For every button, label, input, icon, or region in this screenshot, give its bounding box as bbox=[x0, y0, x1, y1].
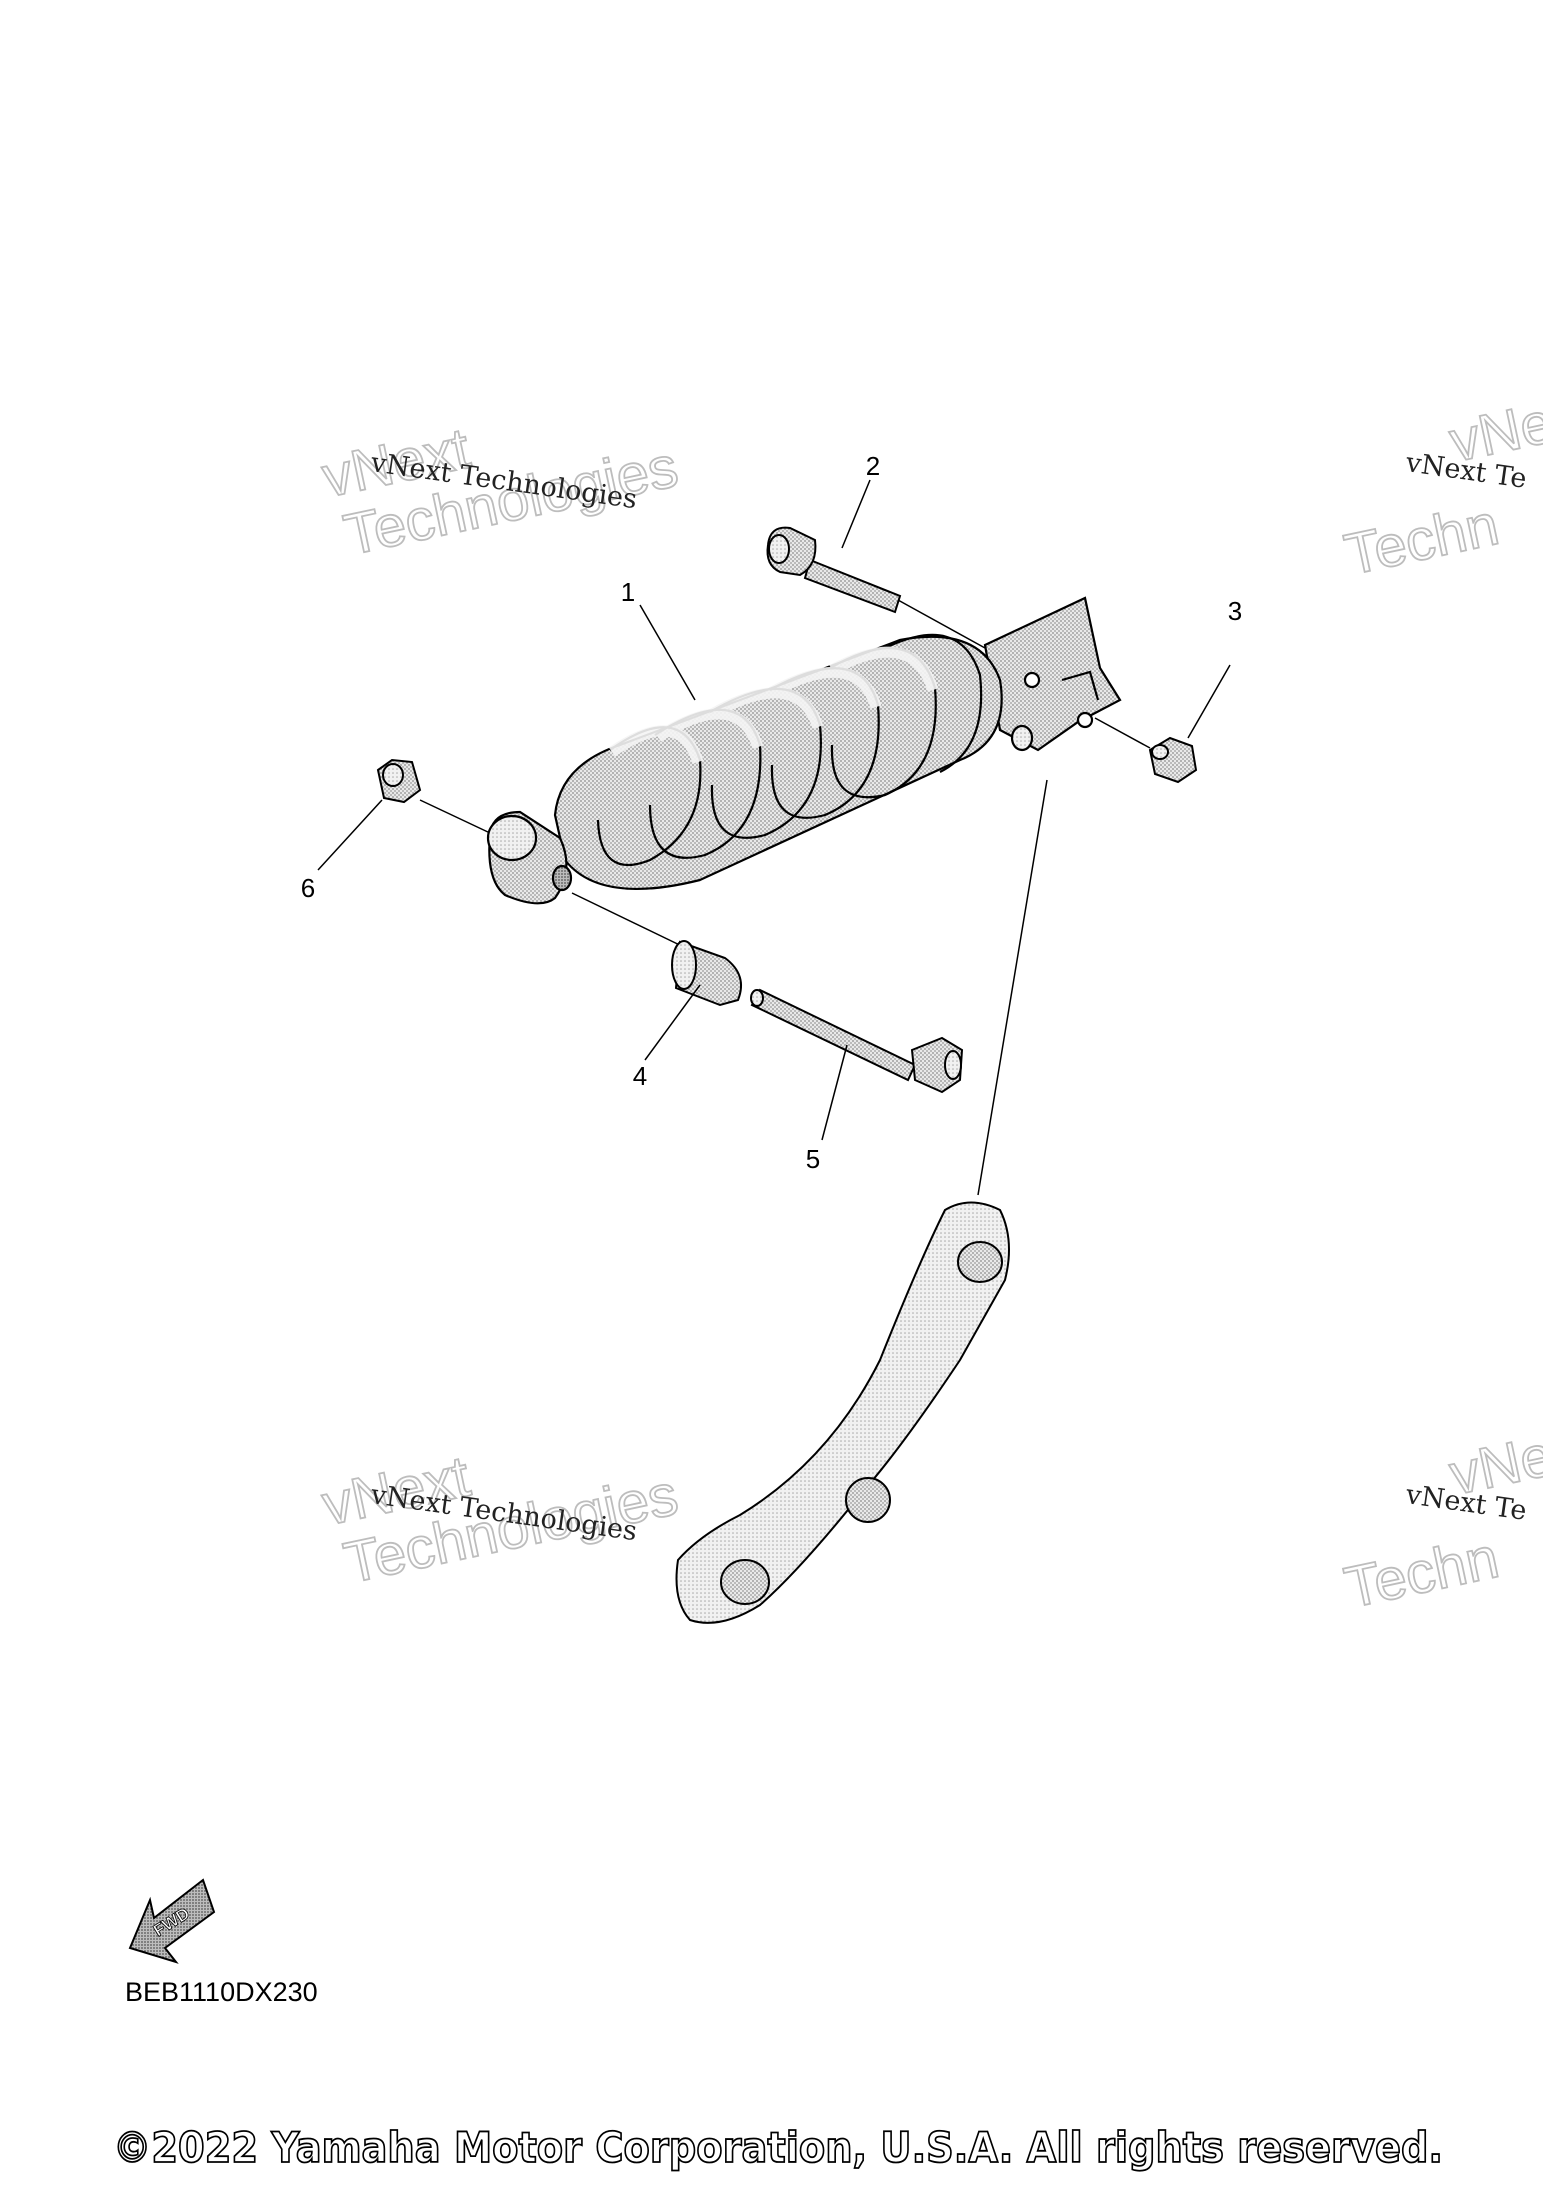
rear-shock-absorber bbox=[486, 596, 1122, 905]
watermark-big-bottom: Techn bbox=[1339, 1525, 1504, 1621]
watermark-bottom-left: vNext Technologies vNext Technologies bbox=[316, 1443, 684, 1597]
washer bbox=[376, 758, 422, 804]
callout-6: 6 bbox=[301, 873, 315, 903]
assembly-lines bbox=[419, 599, 1151, 1196]
fwd-arrow-icon: FWD bbox=[128, 1878, 216, 1964]
callout-2: 2 bbox=[866, 451, 880, 481]
bolt-upper bbox=[766, 526, 902, 614]
relay-arm bbox=[675, 1201, 1010, 1624]
diagram-code: BEB1110DX230 bbox=[125, 1977, 318, 2007]
copyright-notice: ©2022 Yamaha Motor Corporation, U.S.A. A… bbox=[113, 2123, 1443, 2172]
callout-5: 5 bbox=[806, 1144, 820, 1174]
leader-lines bbox=[317, 479, 1231, 1141]
watermark-bottom-right: vNe Techn vNext Te bbox=[1338, 1422, 1543, 1622]
bolt-lower bbox=[750, 988, 964, 1094]
callout-3: 3 bbox=[1228, 596, 1242, 626]
collar bbox=[671, 940, 742, 1007]
nut bbox=[1148, 736, 1198, 784]
callout-numbers: 1 2 3 4 5 6 bbox=[301, 451, 1242, 1174]
callout-4: 4 bbox=[633, 1061, 647, 1091]
watermark-big-bottom: Techn bbox=[1339, 492, 1504, 588]
watermark-top-right: vNe Techn vNext Te bbox=[1338, 389, 1543, 589]
watermark-top-left: vNext Technologies vNext Technologies bbox=[316, 415, 684, 569]
callout-1: 1 bbox=[621, 577, 635, 607]
